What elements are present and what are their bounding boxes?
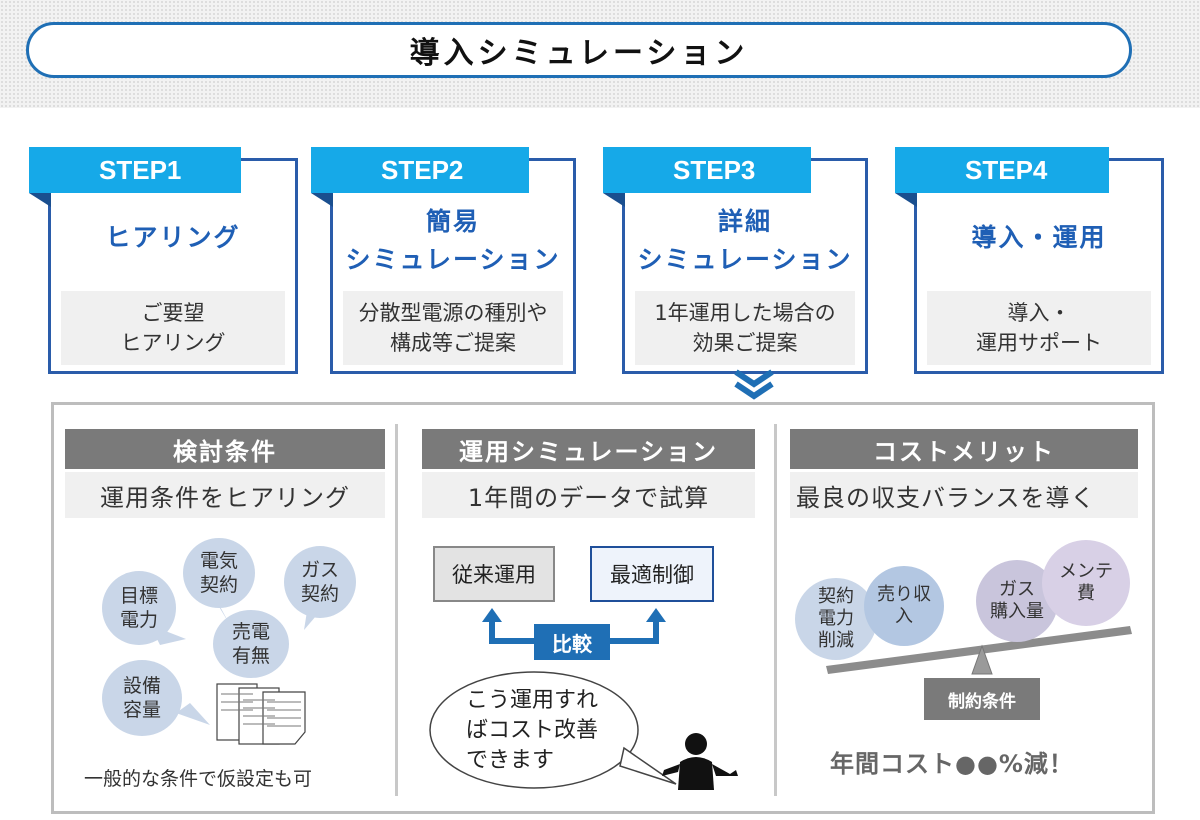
tab-fold-decoration [29,193,51,207]
step-title: 導入・運用 [971,223,1107,252]
step-description: 導入・ 運用サポート [927,291,1151,365]
divider [774,424,777,796]
page-title-banner: 導入シミュレーション [26,22,1132,78]
document-icon [216,683,306,745]
condition-bubble: 目標 電力 [102,571,176,645]
step-tab-1: STEP1 [29,147,241,193]
cost-item-left: 契約 電力 削減 [795,578,877,660]
speech-bubble-outline [429,671,677,789]
chevron-down-icon [734,369,774,400]
cost-item-right: ガス 購入量 [976,560,1058,642]
tab-fold-decoration [311,193,333,207]
step-card-2: STEP2 簡易 シミュレーション 分散型電源の種別や 構成等ご提案 [311,147,576,374]
step-tab-4: STEP4 [895,147,1109,193]
step-tab-label: STEP1 [99,154,182,185]
section-heading-simulation: 運用シミュレーション [422,429,755,469]
section-subtitle-conditions: 運用条件をヒアリング [65,472,385,518]
step-description: ご要望 ヒアリング [61,291,285,365]
presenter-icon [662,733,738,790]
section-heading-cost: コストメリット [790,429,1138,469]
section-subtitle-cost: 最良の収支バランスを導く [790,472,1138,518]
compare-label: 比較 [534,624,610,660]
step-card-4: STEP4 導入・運用 導入・ 運用サポート [895,147,1164,374]
balance-beam [826,626,1132,675]
step-description: 分散型電源の種別や 構成等ご提案 [343,291,563,365]
constraint-label: 制約条件 [924,678,1040,720]
section-subtitle-simulation: 1年間のデータで試算 [422,472,755,518]
speech-text: こう運用すれ ばコスト改善 できます [466,688,599,773]
step-tab-2: STEP2 [311,147,529,193]
mode-conventional: 従来運用 [433,546,555,602]
step-tab-3: STEP3 [603,147,811,193]
section-heading-conditions: 検討条件 [65,429,385,469]
condition-bubble: 設備 容量 [102,660,182,736]
step-title: 簡易 シミュレーション [345,207,561,274]
condition-bubble: 電気 契約 [183,538,255,608]
tab-fold-decoration [895,193,917,207]
conditions-note: 一般的な条件で仮設定も可 [84,768,313,790]
step-card-3: STEP3 詳細 シミュレーション 1年運用した場合の 効果ご提案 [603,147,868,374]
step-title: ヒアリング [105,223,241,252]
divider [395,424,398,796]
step-tab-label: STEP4 [965,154,1048,185]
cost-item-right: メンテ 費 [1042,540,1130,626]
step-tab-label: STEP3 [673,154,756,185]
tab-fold-decoration [603,193,625,207]
cost-result: 年間コスト●●%減！ [830,750,1074,778]
step-card-1: STEP1 ヒアリング ご要望 ヒアリング [29,147,298,374]
step-title: 詳細 シミュレーション [637,207,853,274]
step-description: 1年運用した場合の 効果ご提案 [635,291,855,365]
cost-item-left: 売り収 入 [864,566,944,646]
condition-bubble: 売電 有無 [213,610,289,678]
condition-bubble: ガス 契約 [284,546,356,618]
mode-optimal: 最適制御 [590,546,714,602]
page-title: 導入シミュレーション [409,36,749,71]
step-tab-label: STEP2 [381,154,464,185]
